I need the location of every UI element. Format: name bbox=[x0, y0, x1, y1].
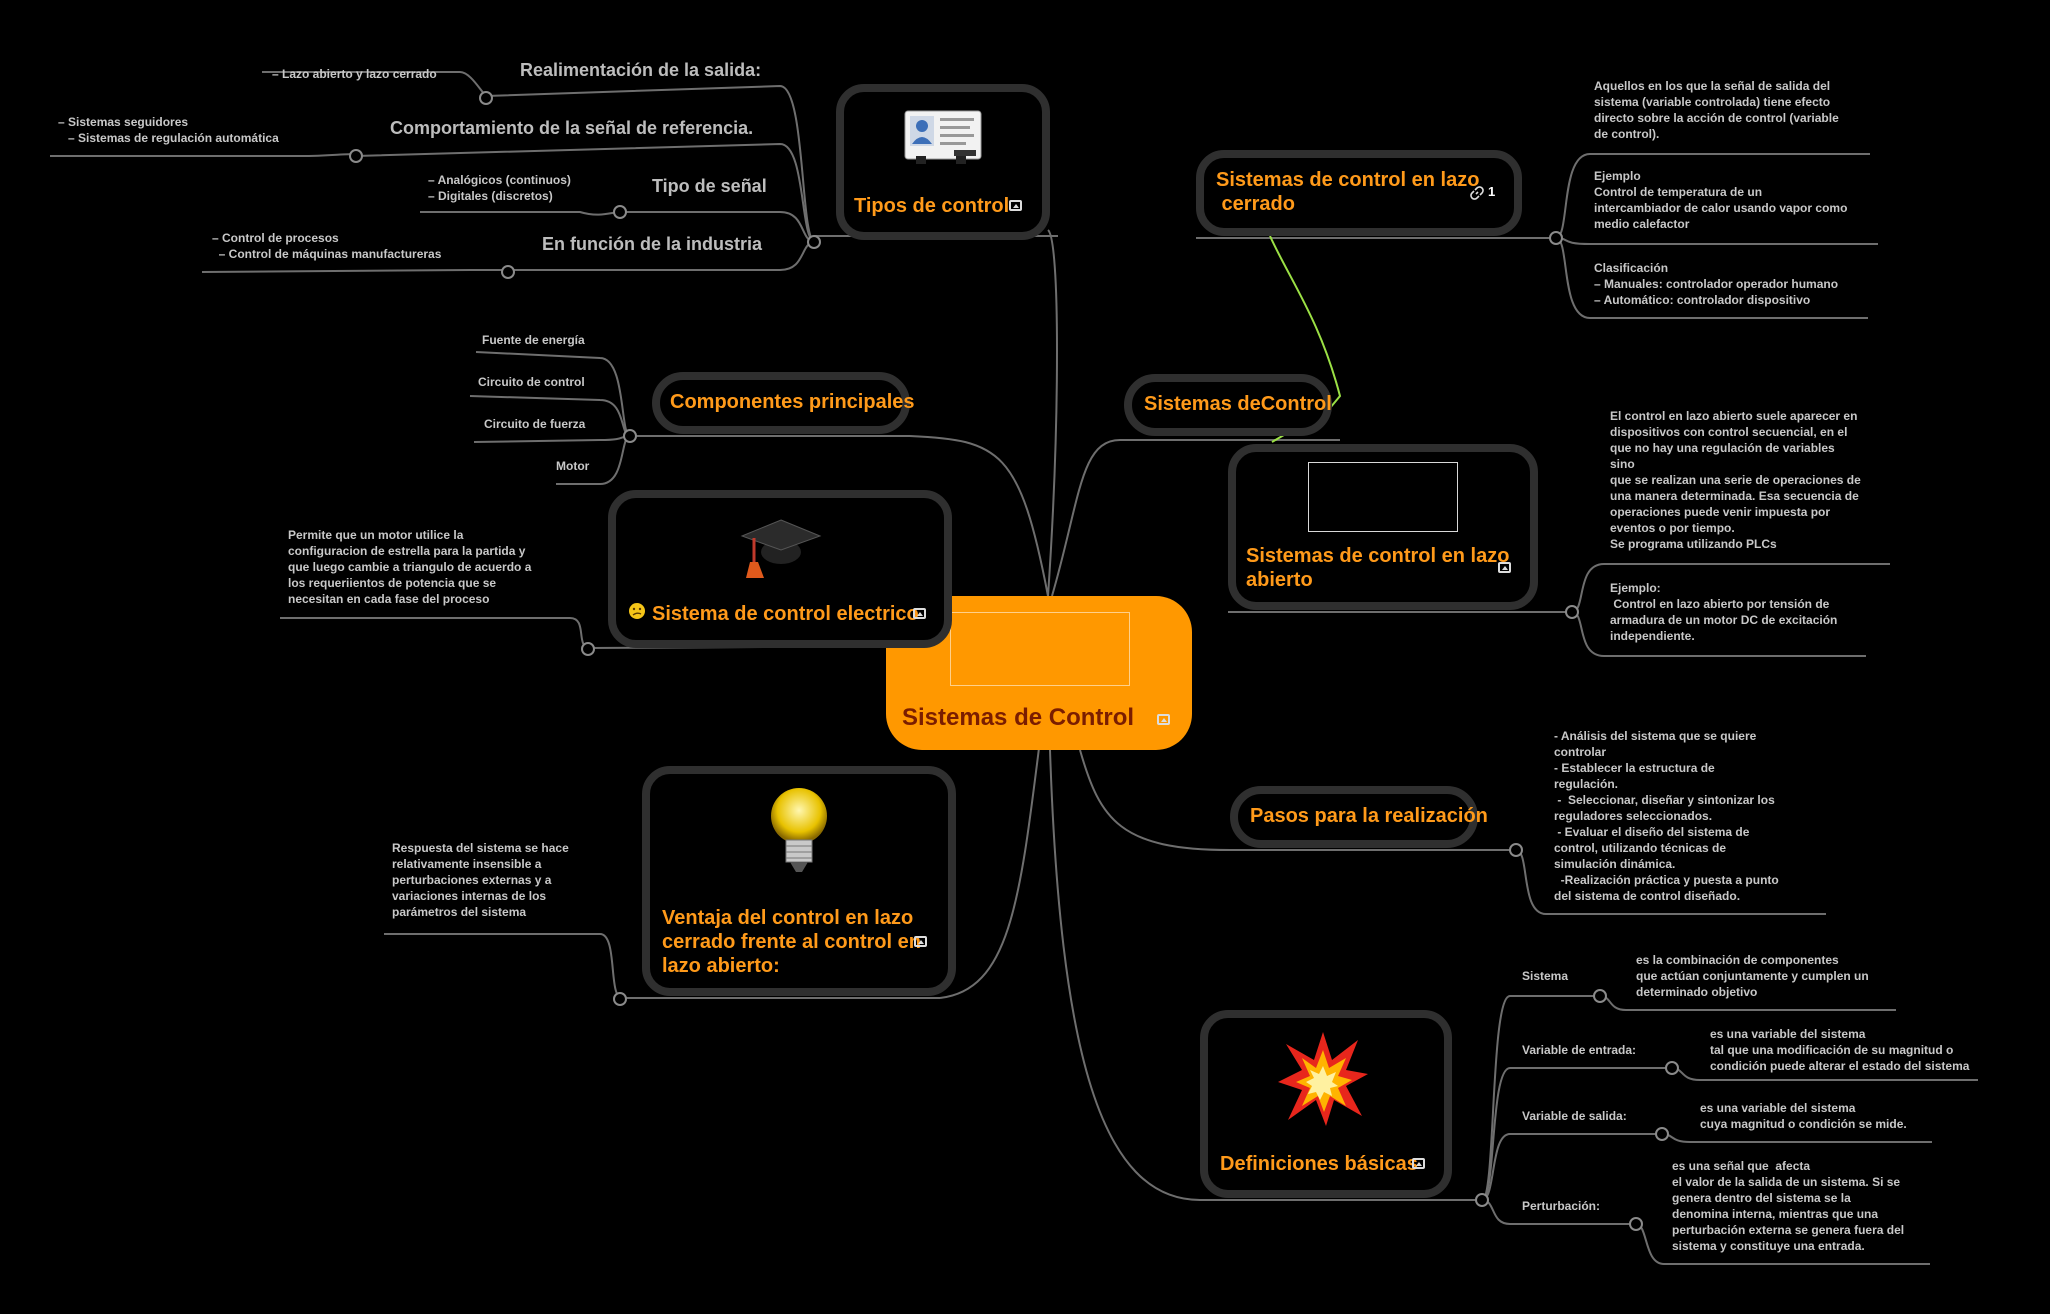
topic-detail: Respuesta del sistema se hace relativame… bbox=[392, 841, 569, 919]
definition-detail: es una variable del sistema tal que una … bbox=[1710, 1027, 1970, 1073]
component-item: Circuito de control bbox=[478, 375, 585, 389]
branch-detail: – Control de procesos – Control de máqui… bbox=[212, 231, 442, 261]
topic-lazo-abierto[interactable] bbox=[1228, 444, 1538, 610]
topic-title: Sistemas deControl bbox=[1144, 393, 1332, 415]
topic-title: Sistema de control electrico bbox=[652, 603, 919, 625]
link-count: 1 bbox=[1488, 184, 1496, 199]
topic-componentes-principales[interactable] bbox=[652, 372, 910, 434]
topic-title: Definiciones básicas bbox=[1220, 1153, 1418, 1175]
component-item: Motor bbox=[556, 459, 590, 473]
component-item: Fuente de energía bbox=[482, 333, 585, 347]
topic-lazo-cerrado[interactable] bbox=[1196, 150, 1522, 236]
topic-title: Pasos para la realización bbox=[1250, 805, 1488, 827]
link-icon bbox=[1470, 186, 1484, 200]
topic-title: Ventaja del control en lazo cerrado fren… bbox=[662, 907, 921, 977]
branch-label[interactable]: Tipo de señal bbox=[652, 176, 767, 196]
image-icon bbox=[913, 608, 926, 619]
topic-detail: Clasificación – Manuales: controlador op… bbox=[1594, 261, 1839, 307]
topic-sistema-control-electrico[interactable] bbox=[608, 490, 952, 648]
topic-detail: Aquellos en los que la señal de salida d… bbox=[1594, 79, 1839, 141]
branch-label[interactable]: Realimentación de la salida: bbox=[520, 60, 762, 80]
definition-label: Variable de salida: bbox=[1522, 1109, 1627, 1123]
image-icon bbox=[1412, 1158, 1425, 1169]
branch-detail: – Lazo abierto y lazo cerrado bbox=[272, 67, 437, 81]
component-item: Circuito de fuerza bbox=[484, 417, 586, 431]
topic-detail: El control en lazo abierto suele aparece… bbox=[1610, 409, 1861, 551]
topic-title: Componentes principales bbox=[670, 391, 915, 413]
topic-detail: Permite que un motor utilice la configur… bbox=[288, 528, 532, 606]
topic-sistemas-de-control[interactable] bbox=[1124, 374, 1332, 436]
image-icon bbox=[1009, 200, 1022, 211]
explosion-icon bbox=[1278, 1032, 1368, 1126]
definition-detail: es la combinación de componentes que act… bbox=[1636, 953, 1869, 999]
definition-label: Perturbación: bbox=[1522, 1199, 1601, 1213]
broken-image-placeholder bbox=[1308, 462, 1458, 532]
topic-detail: Ejemplo Control de temperatura de un int… bbox=[1594, 169, 1848, 231]
topic-definiciones-basicas[interactable] bbox=[1200, 1010, 1452, 1198]
definition-label: Sistema bbox=[1522, 969, 1569, 983]
definition-detail: es una variable del sistema cuya magnitu… bbox=[1700, 1101, 1907, 1131]
image-icon bbox=[914, 936, 927, 947]
branch-label[interactable]: En función de la industria bbox=[542, 234, 763, 254]
central-topic-title: Sistemas de Control bbox=[902, 704, 1135, 731]
topic-detail: Ejemplo: Control en lazo abierto por ten… bbox=[1610, 581, 1838, 643]
central-image-placeholder bbox=[950, 612, 1130, 686]
image-icon bbox=[1157, 714, 1170, 725]
topic-title: Sistemas de control en lazo cerrado bbox=[1216, 169, 1480, 215]
topic-title: Tipos de control bbox=[854, 195, 1010, 217]
light-bulb-icon bbox=[771, 788, 827, 872]
branch-detail: – Sistemas seguidores – Sistemas de regu… bbox=[58, 115, 279, 145]
confused-face-icon bbox=[629, 603, 645, 619]
graduation-cap-icon bbox=[740, 519, 822, 578]
topic-title: Sistemas de control en lazo abierto bbox=[1246, 545, 1510, 591]
branch-detail: – Analógicos (continuos) – Digitales (di… bbox=[428, 173, 571, 203]
image-icon bbox=[1498, 562, 1511, 573]
topic-detail: - Análisis del sistema que se quiere con… bbox=[1554, 729, 1779, 903]
topic-tipos-de-control[interactable] bbox=[836, 84, 1050, 240]
branch-label[interactable]: Comportamiento de la señal de referencia… bbox=[390, 118, 754, 138]
definition-detail: es una señal que afecta el valor de la s… bbox=[1672, 1159, 1905, 1253]
definition-label: Variable de entrada: bbox=[1522, 1043, 1637, 1057]
id-card-icon bbox=[904, 110, 982, 164]
topic-pasos-realizacion[interactable] bbox=[1230, 786, 1478, 848]
